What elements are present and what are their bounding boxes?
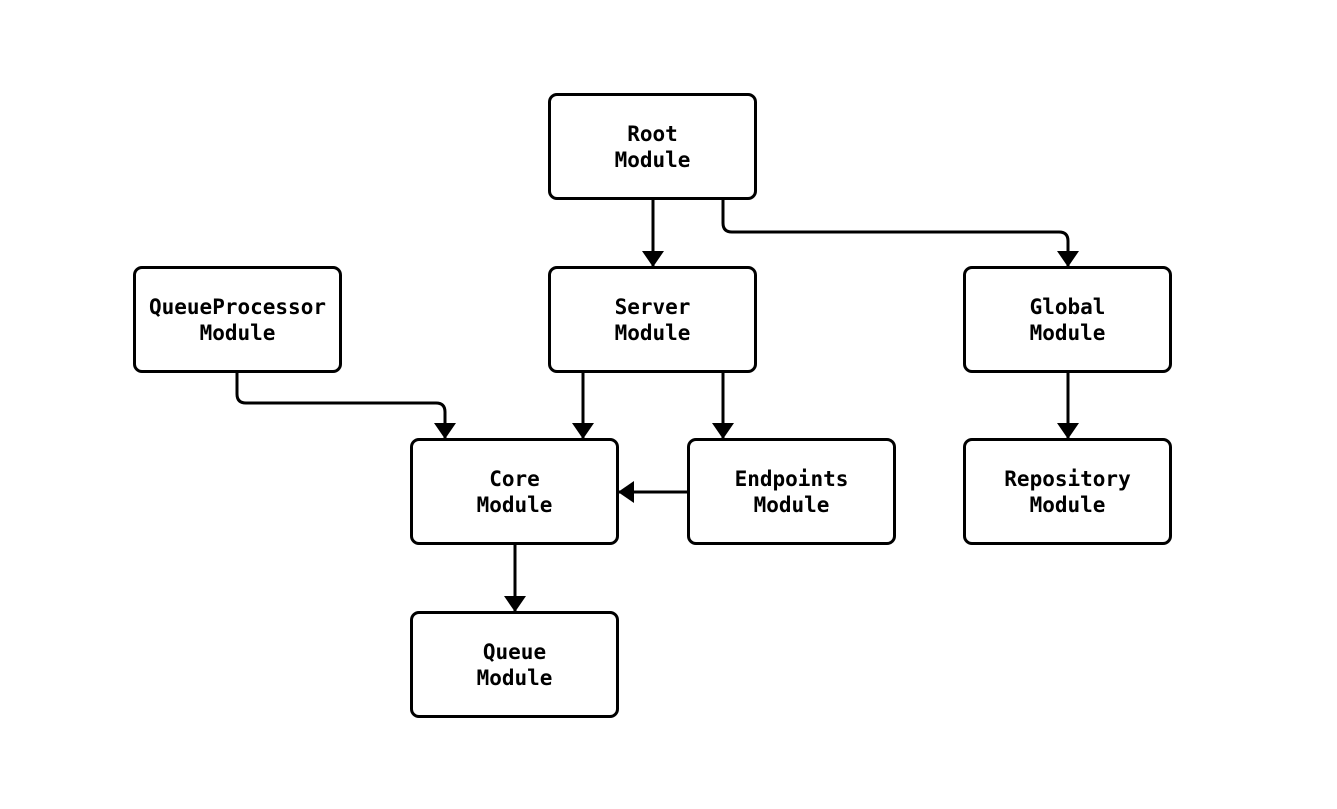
node-label-repository-module: Repository Module — [1004, 466, 1131, 517]
node-label-root-module: Root Module — [614, 121, 691, 172]
node-root-module: Root Module — [548, 93, 757, 200]
node-label-core-module: Core Module — [476, 466, 553, 517]
node-queueprocessor-module: QueueProcessor Module — [133, 266, 342, 373]
node-server-module: Server Module — [548, 266, 757, 373]
node-label-queue-module: Queue Module — [476, 639, 553, 690]
node-label-queueprocessor-module: QueueProcessor Module — [148, 294, 326, 345]
edge-queueprocessor-to-core — [235, 373, 456, 439]
node-label-server-module: Server Module — [614, 294, 691, 345]
node-queue-module: Queue Module — [410, 611, 619, 718]
node-label-global-module: Global Module — [1029, 294, 1106, 345]
edge-root-to-global — [721, 200, 1079, 267]
node-endpoints-module: Endpoints Module — [687, 438, 896, 545]
node-repository-module: Repository Module — [963, 438, 1172, 545]
node-core-module: Core Module — [410, 438, 619, 545]
node-label-endpoints-module: Endpoints Module — [734, 466, 849, 517]
node-global-module: Global Module — [963, 266, 1172, 373]
